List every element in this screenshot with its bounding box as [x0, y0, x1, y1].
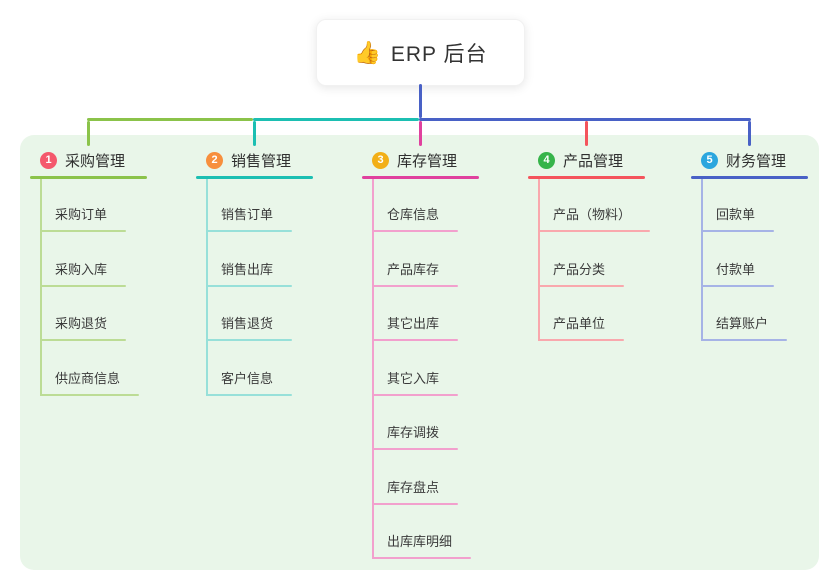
child-underline [538, 339, 624, 341]
child-node[interactable]: 采购入库 [55, 262, 108, 277]
thumbs-up-icon: 👍 [353, 39, 381, 65]
connector-drop-line [748, 121, 751, 146]
branch-label: 产品管理 [563, 152, 624, 170]
child-underline [372, 394, 458, 396]
child-underline [372, 339, 458, 341]
child-underline [701, 339, 787, 341]
child-node[interactable]: 库存盘点 [387, 480, 440, 495]
child-underline [40, 230, 126, 232]
root-connector-line [419, 84, 422, 118]
root-node[interactable]: 👍 ERP 后台 [316, 19, 525, 86]
child-node[interactable]: 结算账户 [716, 316, 769, 331]
child-node[interactable]: 回款单 [716, 207, 756, 222]
child-node[interactable]: 产品单位 [553, 316, 606, 331]
branch-vertical-line [40, 179, 42, 396]
branch-number-badge: 3 [372, 151, 389, 169]
child-node[interactable]: 供应商信息 [55, 371, 121, 386]
child-underline [372, 448, 458, 450]
branch-vertical-line [538, 179, 540, 341]
branch-number-badge: 1 [40, 151, 57, 169]
child-node[interactable]: 产品分类 [553, 262, 606, 277]
branch-vertical-line [372, 179, 374, 559]
child-underline [206, 285, 292, 287]
branch-underline [362, 176, 479, 179]
child-underline [538, 285, 624, 287]
branch-label: 采购管理 [65, 152, 126, 170]
child-node[interactable]: 付款单 [716, 262, 756, 277]
branch-underline [528, 176, 645, 179]
child-underline [372, 230, 458, 232]
branch-header-库存管理[interactable]: 3 库存管理 [372, 149, 457, 171]
root-label: ERP 后台 [390, 42, 488, 66]
branch-number-badge: 5 [701, 151, 718, 169]
connector-bus-segment [419, 118, 751, 121]
branch-underline [30, 176, 147, 179]
child-node[interactable]: 出库库明细 [387, 534, 453, 549]
child-underline [206, 394, 292, 396]
child-underline [40, 339, 126, 341]
branch-header-采购管理[interactable]: 1 采购管理 [40, 149, 125, 171]
connector-drop-line [87, 121, 90, 146]
branch-label: 库存管理 [397, 152, 458, 170]
branch-header-销售管理[interactable]: 2 销售管理 [206, 149, 291, 171]
child-node[interactable]: 产品（物料） [553, 207, 632, 222]
branch-underline [691, 176, 808, 179]
child-node[interactable]: 库存调拨 [387, 425, 440, 440]
child-node[interactable]: 其它入库 [387, 371, 440, 386]
child-underline [701, 285, 774, 287]
child-underline [206, 230, 292, 232]
branch-number-badge: 2 [206, 151, 223, 169]
child-underline [372, 285, 458, 287]
child-underline [372, 503, 458, 505]
child-underline [701, 230, 774, 232]
branch-underline [196, 176, 313, 179]
connector-drop-line [253, 121, 256, 146]
branch-header-产品管理[interactable]: 4 产品管理 [538, 149, 623, 171]
child-underline [206, 339, 292, 341]
child-node[interactable]: 销售订单 [221, 207, 274, 222]
child-underline [538, 230, 650, 232]
child-node[interactable]: 销售退货 [221, 316, 274, 331]
child-node[interactable]: 采购订单 [55, 207, 108, 222]
child-node[interactable]: 仓库信息 [387, 207, 440, 222]
child-underline [40, 394, 139, 396]
branch-number-badge: 4 [538, 151, 555, 169]
child-node[interactable]: 产品库存 [387, 262, 440, 277]
child-underline [40, 285, 126, 287]
connector-bus-segment [253, 118, 419, 121]
child-node[interactable]: 其它出库 [387, 316, 440, 331]
child-node[interactable]: 销售出库 [221, 262, 274, 277]
connector-drop-line [585, 121, 588, 146]
child-node[interactable]: 客户信息 [221, 371, 274, 386]
branch-header-财务管理[interactable]: 5 财务管理 [701, 149, 786, 171]
child-node[interactable]: 采购退货 [55, 316, 108, 331]
connector-bus-segment [87, 118, 253, 121]
child-underline [372, 557, 471, 559]
branch-label: 销售管理 [231, 152, 292, 170]
branches-panel [20, 135, 819, 570]
connector-drop-line [419, 121, 422, 146]
branch-label: 财务管理 [726, 152, 787, 170]
branch-vertical-line [701, 179, 703, 341]
branch-vertical-line [206, 179, 208, 396]
